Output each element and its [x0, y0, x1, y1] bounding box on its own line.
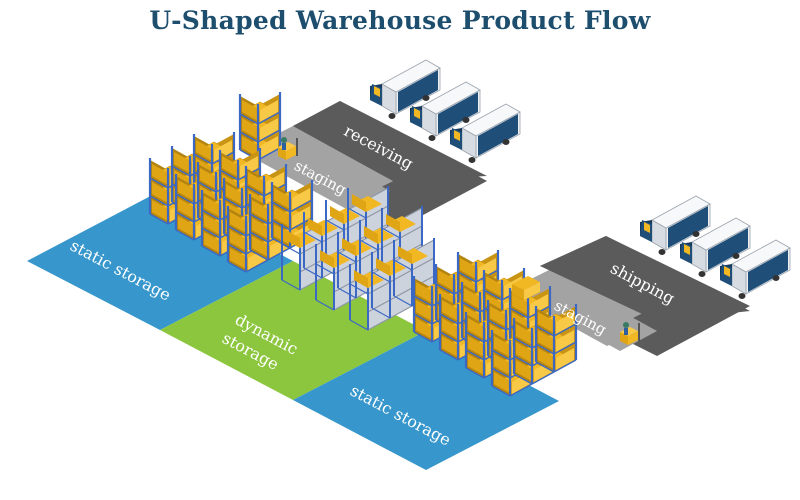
- pallet-goods: [511, 276, 541, 301]
- static-storage-left-zone: [27, 191, 293, 330]
- dynamic-storage-zone: [160, 261, 426, 400]
- static-storage-bottom-zone: [293, 331, 559, 470]
- diagram-title: U-Shaped Warehouse Product Flow: [149, 6, 651, 35]
- shipping-zone-body: [540, 236, 750, 356]
- receiving-zone-body: [293, 101, 487, 231]
